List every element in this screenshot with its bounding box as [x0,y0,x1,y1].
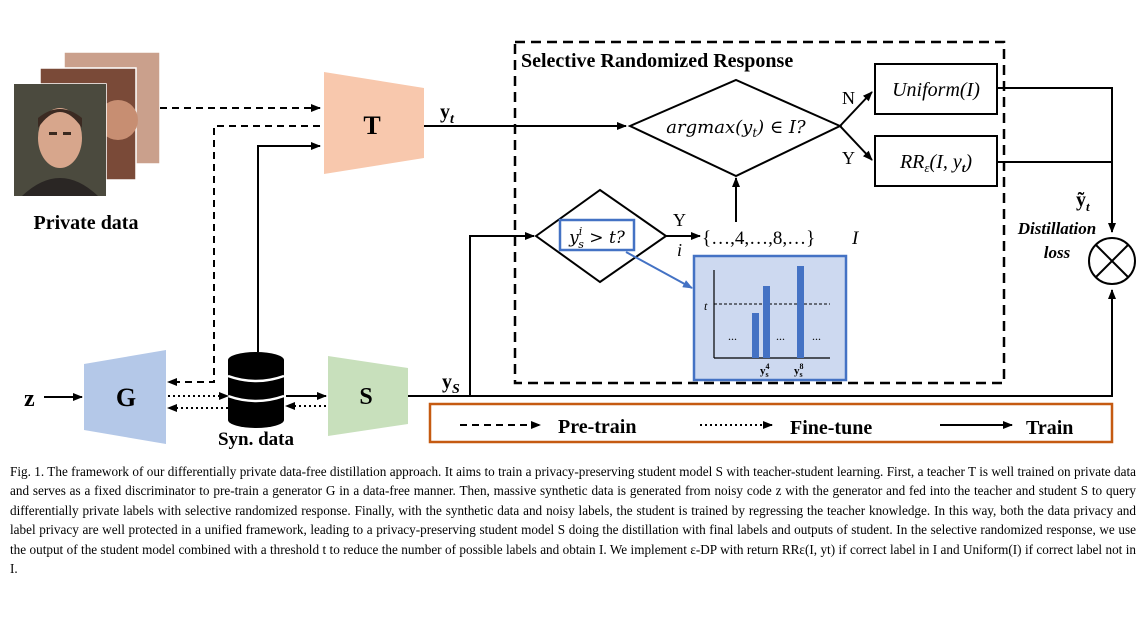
database-icon [227,352,285,428]
cond-i-label: i [677,240,682,260]
srr-title: Selective Randomized Response [521,50,793,72]
figure-caption: Fig. 1. The framework of our differentia… [10,464,1136,577]
threshold-highlight [558,218,636,252]
y-t-label: yt [440,101,455,127]
callout-arrow [625,251,693,289]
rr-box [874,135,998,187]
student-label: S [359,384,372,410]
loss-label: loss [1044,243,1071,262]
uniform-box [874,63,998,115]
distillation-loss-icon [1088,237,1136,285]
legend-train: Train [1026,417,1073,439]
threshold-decision [534,188,668,284]
inset-bar [763,286,770,358]
framework-diagram: Private data T G S Syn. data z [13,40,1136,450]
set-text: {…,4,…,8,…} [702,228,815,249]
generator-label: G [116,383,136,412]
finetune-paths [167,392,326,412]
inset-t-label: t [704,299,708,313]
private-data-label: Private data [34,212,139,234]
branch-y-label: Y [842,148,855,168]
train-paths [257,87,1116,400]
set-label: I [851,228,860,249]
teacher-model [324,72,424,174]
inset-dots: ... [776,329,785,343]
legend-finetune: Fine-tune [790,417,872,439]
argmax-decision [627,78,843,178]
distillation-label: Distillation [1017,219,1096,238]
inset-dots: ... [728,329,737,343]
teacher-label: T [363,111,380,140]
inset-bar [752,313,759,358]
argmax-text: argmax(yt) ∈ I? [666,117,806,140]
y-s-label: yS [442,371,460,397]
z-label: z [24,386,35,412]
inset-bar [797,266,804,358]
ytilde-label: ỹt [1076,189,1090,214]
branch-n-label: N [842,88,855,108]
pretrain-paths [160,104,321,386]
legend: Pre-train Fine-tune Train [428,402,1114,444]
syn-data-label: Syn. data [218,429,295,450]
legend-pretrain: Pre-train [558,416,637,438]
private-data-images [13,51,161,197]
generator-model [84,350,166,444]
uniform-label: Uniform(I) [892,79,980,101]
cond-y-label: Y [673,210,686,230]
inset-dots: ... [812,329,821,343]
student-model [328,356,408,436]
srr-box [513,40,1006,385]
rr-label: RRε(I, yt) [899,151,972,175]
